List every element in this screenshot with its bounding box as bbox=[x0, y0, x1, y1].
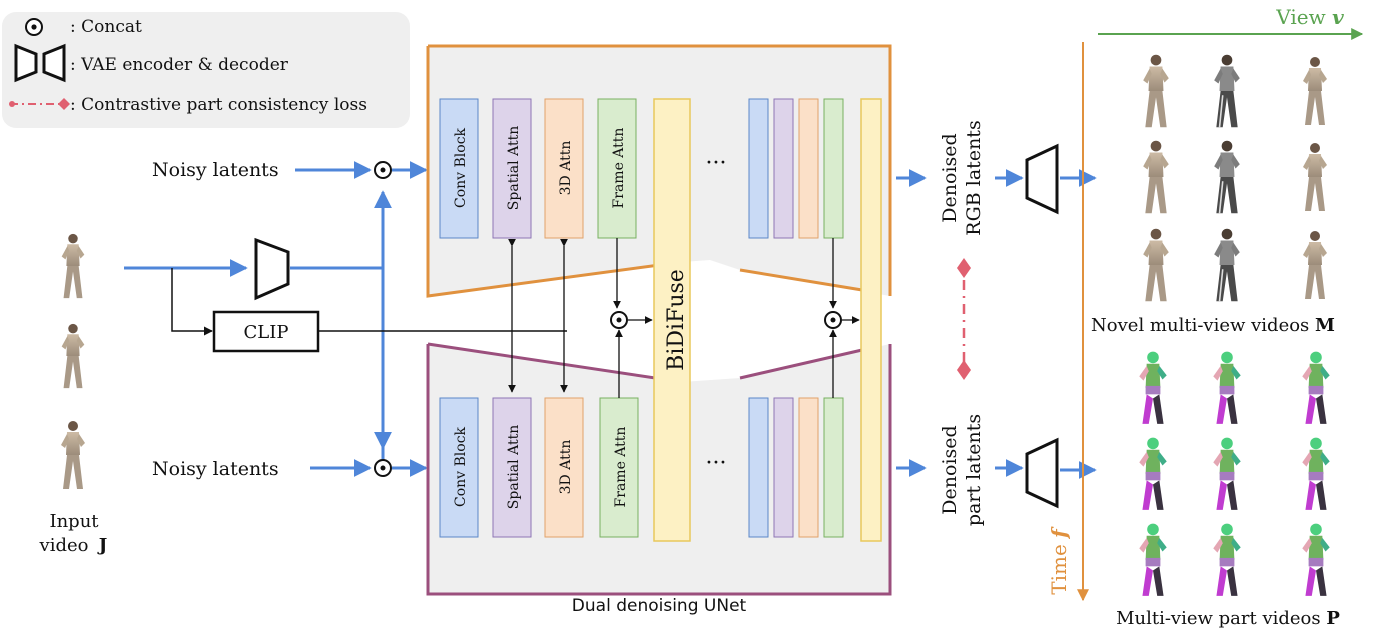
part-up-spatial bbox=[773, 397, 794, 538]
unet-rgb-outline bbox=[426, 46, 683, 298]
view-axis-label: View v bbox=[1275, 5, 1344, 29]
rgb-3d-label: 3D Attn bbox=[558, 141, 574, 196]
rgb-video-grid bbox=[1143, 53, 1327, 303]
vae-icon bbox=[14, 43, 66, 83]
rgb-frame-r3c1 bbox=[1143, 228, 1169, 302]
rgb-frame-r3c3 bbox=[1303, 231, 1327, 299]
unet-part-outline bbox=[426, 344, 892, 596]
rgb-frame-r2c2 bbox=[1213, 139, 1241, 215]
rgb-frame-label: Frame Attn bbox=[611, 128, 627, 209]
vae-decoder-part-icon bbox=[1025, 437, 1059, 509]
loss-line-icon bbox=[9, 98, 70, 110]
part-latents-label-2: part latents bbox=[963, 414, 985, 526]
part-frame-r2c2 bbox=[1213, 437, 1241, 510]
noisy-latents-top-label: Noisy latents bbox=[152, 159, 279, 181]
clip-label: CLIP bbox=[244, 322, 289, 343]
part-spatial-attn bbox=[492, 397, 532, 538]
rgb-videos-caption: Novel multi-view videos M bbox=[1091, 315, 1335, 336]
part-conv-block bbox=[439, 397, 479, 538]
part-frame-attn bbox=[599, 397, 639, 538]
bidifuse-block bbox=[653, 98, 691, 542]
noisy-latents-bottom-label: Noisy latents bbox=[152, 458, 279, 480]
rgb-up-frame bbox=[823, 98, 844, 239]
input-video-label-1: Input bbox=[49, 511, 99, 532]
legend-loss-label: : Contrastive part consistency loss bbox=[70, 95, 367, 115]
rgb-up-conv bbox=[748, 98, 769, 239]
input-to-clip-arrow bbox=[171, 268, 213, 336]
part-up-frame bbox=[823, 397, 844, 538]
rgb-conv-block bbox=[439, 98, 479, 239]
part-frame-r3c2 bbox=[1213, 523, 1241, 596]
bidifuse-label: BiDiFuse bbox=[664, 269, 689, 371]
part-frame-r1c1 bbox=[1139, 351, 1167, 424]
legend-concat-label: : Concat bbox=[70, 17, 142, 37]
part-ellipsis: ··· bbox=[706, 451, 727, 476]
part-frame-r2c3 bbox=[1302, 437, 1330, 510]
input-frame-2 bbox=[61, 323, 85, 389]
clip-box bbox=[212, 310, 320, 353]
fuse-concat-node-left bbox=[610, 311, 628, 329]
input-frame-3 bbox=[61, 421, 85, 489]
part-frame-r2c1 bbox=[1139, 437, 1167, 510]
vae-encoder-icon bbox=[254, 237, 290, 301]
part-frame-label: Frame Attn bbox=[613, 427, 629, 508]
input-video-symbol: J bbox=[97, 535, 108, 556]
part-conv-label: Conv Block bbox=[453, 426, 469, 507]
rgb-spatial-label: Spatial Attn bbox=[506, 126, 522, 210]
part-frame-r1c2 bbox=[1213, 351, 1241, 424]
rgb-3d-attn bbox=[544, 98, 584, 239]
rgb-up-3d bbox=[798, 98, 819, 239]
part-frame-r3c3 bbox=[1302, 523, 1330, 596]
part-videos-caption: Multi-view part videos P bbox=[1116, 608, 1340, 629]
rgb-frame-r2c1 bbox=[1143, 140, 1169, 214]
concat-node-bottom bbox=[374, 459, 392, 477]
rgb-frame-attn bbox=[597, 98, 637, 239]
bidifuse-block-up bbox=[860, 98, 882, 542]
part-frame-r3c1 bbox=[1139, 523, 1167, 596]
rgb-up-spatial bbox=[773, 98, 794, 239]
unet-caption: Dual denoising UNet bbox=[572, 596, 747, 616]
rgb-frame-r3c2 bbox=[1213, 227, 1241, 303]
part-up-conv bbox=[748, 397, 769, 538]
rgb-ellipsis: ··· bbox=[706, 151, 727, 176]
time-axis-label: Time f bbox=[1047, 526, 1071, 595]
legend-box bbox=[2, 12, 410, 128]
vae-decoder-rgb-icon bbox=[1025, 143, 1059, 215]
part-latents-label-1: Denoised bbox=[939, 425, 961, 514]
part-frame-r1c3 bbox=[1302, 351, 1330, 424]
rgb-spatial-attn bbox=[492, 98, 532, 239]
part-video-grid bbox=[1139, 351, 1330, 596]
fuse-concat-node-right bbox=[824, 311, 842, 329]
input-frame-1 bbox=[61, 233, 85, 299]
rgb-frame-r1c1 bbox=[1143, 54, 1169, 128]
rgb-frame-r1c2 bbox=[1213, 53, 1241, 129]
contrastive-loss-icon bbox=[957, 258, 971, 380]
rgb-frame-r2c3 bbox=[1303, 143, 1327, 211]
part-up-3d bbox=[798, 397, 819, 538]
rgb-latents-label-1: Denoised bbox=[939, 133, 961, 222]
part-spatial-label: Spatial Attn bbox=[506, 425, 522, 509]
part-3d-label: 3D Attn bbox=[558, 440, 574, 495]
rgb-frame-r1c3 bbox=[1303, 57, 1327, 125]
rgb-conv-label: Conv Block bbox=[453, 127, 469, 208]
input-video-label-2: video bbox=[39, 535, 89, 556]
part-3d-attn bbox=[544, 397, 584, 538]
concat-icon bbox=[25, 18, 43, 36]
legend-vae-label: : VAE encoder & decoder bbox=[70, 55, 289, 75]
rgb-latents-label-2: RGB latents bbox=[963, 120, 985, 235]
concat-node-top bbox=[374, 161, 392, 179]
